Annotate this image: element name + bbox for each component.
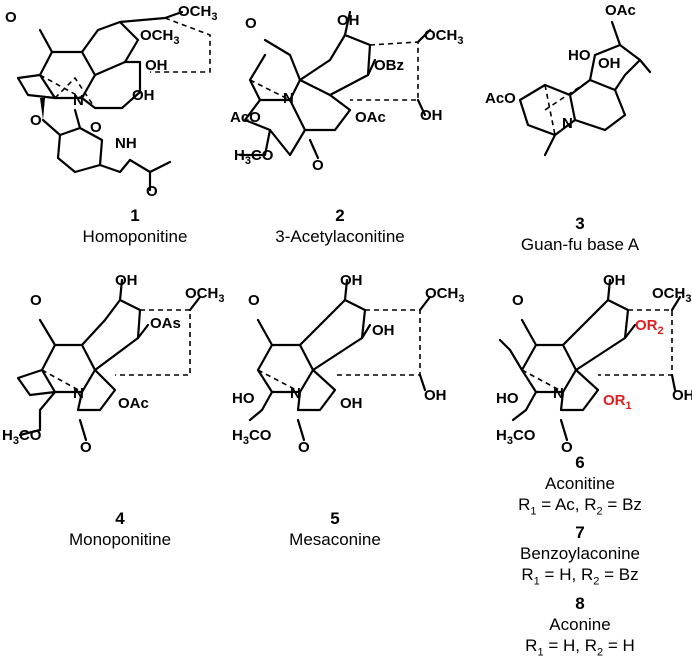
o-atom-4b: O bbox=[80, 439, 92, 456]
structure-5: O OH OCH3 OH N HO OH OH H3CO O bbox=[232, 272, 464, 456]
compound-name-6: Aconitine bbox=[545, 474, 615, 493]
aco-3: AcO bbox=[485, 90, 516, 107]
compound-number-2: 2 bbox=[335, 206, 345, 225]
ho-6: HO bbox=[496, 390, 519, 407]
n-atom-2: N bbox=[283, 90, 294, 107]
n-atom-6: N bbox=[553, 385, 564, 402]
oh-2b: OH bbox=[420, 107, 443, 124]
ho-5: HO bbox=[232, 390, 255, 407]
substituents-8: R1 = H, R2 = H bbox=[525, 635, 635, 659]
h3co-4: H3CO bbox=[2, 427, 42, 447]
h3co-6: H3CO bbox=[496, 427, 536, 447]
n-atom-4: N bbox=[73, 385, 84, 402]
oh-6a: OH bbox=[603, 272, 626, 289]
o-atom-6b: O bbox=[561, 439, 573, 456]
structure-4: O OH OCH3 OAs N OAc H3CO O bbox=[2, 272, 224, 456]
structure-2: O OH OCH3 OBz N OAc OH AcO O H3CO bbox=[230, 10, 463, 174]
compound-number-6: 6 bbox=[575, 453, 585, 472]
compound-number-8: 8 bbox=[575, 593, 585, 613]
och3-4: OCH3 bbox=[185, 285, 224, 305]
compound-number-5: 5 bbox=[330, 509, 340, 528]
compound-name-2: 3-Acetylaconitine bbox=[275, 227, 405, 246]
caption-6-7-8: 6 Aconitine R1 = Ac, R2 = Bz 7 Benzoylac… bbox=[495, 452, 665, 663]
compound-name-4: Monoponitine bbox=[68, 530, 172, 549]
oh-3: OH bbox=[598, 55, 621, 72]
oh-1a: OH bbox=[145, 57, 168, 74]
ho-3: HO bbox=[568, 47, 591, 64]
oh-2a: OH bbox=[337, 12, 360, 29]
o-atom-5b: O bbox=[298, 439, 310, 456]
compound-name-3: Guan-fu base A bbox=[520, 235, 640, 254]
structures-figure: N O OCH3 OCH3 OH OH O O NH O O OH OCH3 O… bbox=[2, 2, 692, 456]
n-atom-1: N bbox=[73, 92, 84, 109]
o-atom-1d: O bbox=[146, 183, 158, 200]
oas-4: OAs bbox=[150, 315, 181, 332]
aco-2: AcO bbox=[230, 109, 261, 126]
compound-number-7: 7 bbox=[575, 523, 585, 543]
compound-number-1: 1 bbox=[130, 206, 140, 225]
caption-5: 5 Mesaconine bbox=[275, 508, 395, 550]
structure-1: N O OCH3 OCH3 OH OH O O NH O bbox=[5, 3, 217, 200]
oh-5c: OH bbox=[340, 395, 363, 412]
o-atom-5: O bbox=[248, 292, 260, 309]
n-atom-3: N bbox=[562, 115, 573, 132]
och3-1a: OCH3 bbox=[178, 3, 217, 23]
compound-name-7: Benzoylaconine bbox=[519, 544, 641, 564]
caption-1: 1 Homoponitine bbox=[70, 205, 200, 247]
o-atom-1c: O bbox=[90, 119, 102, 136]
o-atom-2: O bbox=[245, 15, 257, 32]
oh-5a: OH bbox=[340, 272, 363, 289]
o-atom-2b: O bbox=[312, 157, 324, 174]
n-atom-5: N bbox=[290, 385, 301, 402]
nh-1: NH bbox=[115, 135, 137, 152]
compound-name-8: Aconine bbox=[549, 614, 611, 634]
compound-number-4: 4 bbox=[115, 509, 125, 528]
caption-3: 3 Guan-fu base A bbox=[510, 213, 650, 255]
oh-4: OH bbox=[115, 272, 138, 289]
oac-3: OAc bbox=[605, 2, 636, 19]
compound-name-1: Homoponitine bbox=[82, 227, 188, 246]
structure-3: OAc HO OH AcO N bbox=[485, 2, 652, 157]
o-atom-6: O bbox=[512, 292, 524, 309]
caption-2: 2 3-Acetylaconitine bbox=[255, 205, 425, 247]
h3co-5: H3CO bbox=[232, 427, 272, 447]
oh-5b: OH bbox=[372, 322, 395, 339]
obz-2: OBz bbox=[374, 57, 404, 74]
oh-6b: OH bbox=[672, 387, 692, 404]
oac-4: OAc bbox=[118, 395, 149, 412]
och3-2: OCH3 bbox=[424, 27, 463, 47]
o-atom-1: O bbox=[5, 9, 17, 26]
o-atom-4: O bbox=[30, 292, 42, 309]
or1-6: OR1 bbox=[603, 392, 632, 412]
oh-1b: OH bbox=[132, 87, 155, 104]
och3-5: OCH3 bbox=[425, 285, 464, 305]
h3co-2: H3CO bbox=[234, 147, 274, 167]
o-atom-1b: O bbox=[30, 112, 42, 129]
structure-6-7-8: O OH OCH3 OR2 N OR1 HO OH H3CO O bbox=[496, 272, 692, 456]
oac-2: OAc bbox=[355, 109, 386, 126]
caption-4: 4 Monoponitine bbox=[55, 508, 185, 550]
or2-6: OR2 bbox=[635, 317, 664, 337]
substituents-7: R1 = H, R2 = Bz bbox=[521, 565, 639, 588]
och3-1b: OCH3 bbox=[140, 27, 179, 47]
substituents-6: R1 = Ac, R2 = Bz bbox=[518, 495, 642, 518]
oh-5d: OH bbox=[424, 387, 447, 404]
och3-6: OCH3 bbox=[652, 285, 691, 305]
compound-name-5: Mesaconine bbox=[289, 530, 381, 549]
compound-number-3: 3 bbox=[575, 214, 585, 233]
